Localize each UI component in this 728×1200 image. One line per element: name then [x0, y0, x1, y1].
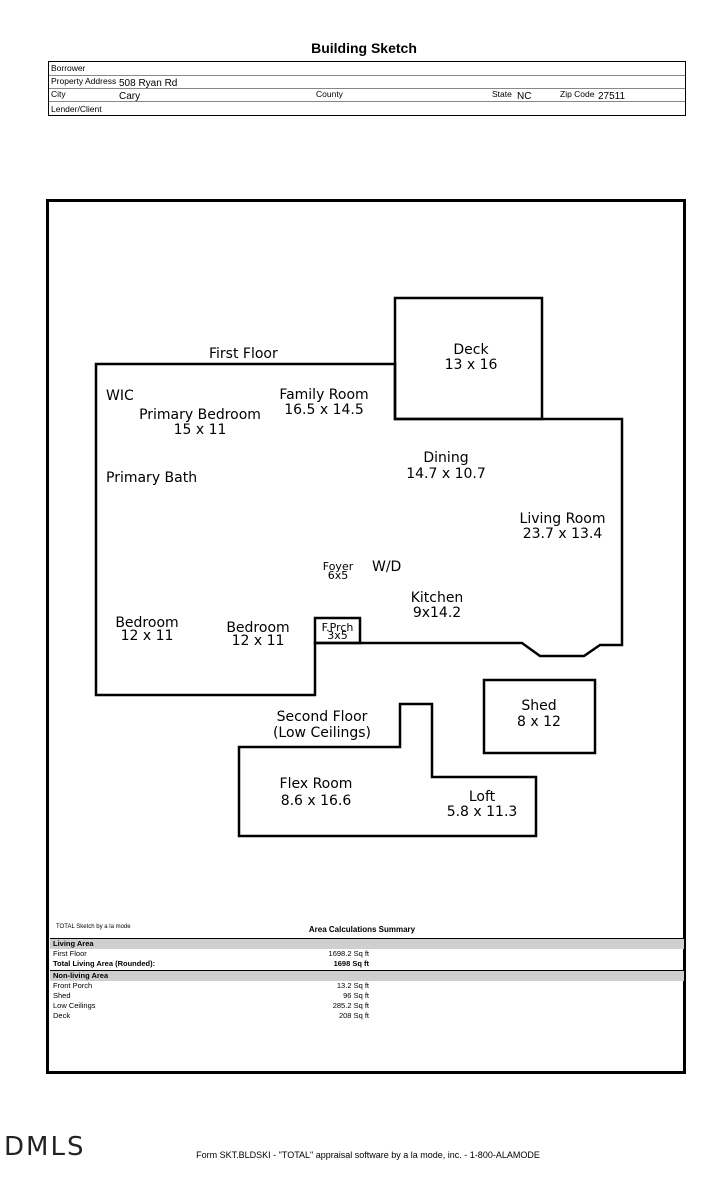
header-form: Borrower Property Address 508 Ryan Rd Ci…	[48, 61, 686, 116]
row-value: 13.2 Sq ft	[336, 980, 369, 990]
table-row: First Floor 1698.2 Sq ft	[50, 949, 684, 959]
lender-row: Lender/Client	[49, 101, 685, 116]
wic-label: WIC	[106, 388, 134, 404]
family-room-dimensions: 16.5 x 14.5	[284, 402, 364, 418]
second-floor-outline	[237, 702, 538, 838]
dining-dimensions: 14.7 x 10.7	[406, 466, 486, 482]
row-name: Deck	[53, 1011, 71, 1021]
total-label: Total Living Area (Rounded):	[53, 959, 156, 969]
state-value: NC	[517, 91, 532, 102]
total-row: Total Living Area (Rounded): 1698 Sq ft	[50, 959, 684, 969]
bedroom-1-label: Bedroom	[115, 615, 179, 631]
loft-label: Loft	[468, 789, 496, 805]
zip-label: Zip Code	[560, 89, 595, 99]
summary-title: Area Calculations Summary	[308, 925, 416, 934]
lender-label: Lender/Client	[51, 104, 102, 114]
row-name: Front Porch	[53, 980, 93, 990]
table-row: Low Ceilings 285.2 Sq ft	[50, 1001, 684, 1011]
dining-label: Dining	[423, 450, 469, 466]
table-row: Front Porch 13.2 Sq ft	[50, 981, 684, 991]
primary-bedroom-dimensions: 15 x 11	[173, 422, 227, 438]
footer-text: Form SKT.BLDSKI - "TOTAL" appraisal soft…	[196, 1150, 540, 1160]
wd-label: W/D	[372, 559, 402, 575]
living-area-header: Living Area	[50, 938, 684, 949]
primary-bedroom-label: Primary Bedroom	[139, 407, 261, 423]
summary-brand: TOTAL Sketch by a la mode	[56, 924, 131, 930]
living-room-label: Living Room	[519, 511, 606, 527]
total-value: 1698 Sq ft	[333, 959, 369, 969]
row-value: 208 Sq ft	[338, 1011, 369, 1021]
state-label: State	[492, 89, 512, 99]
nonliving-area-header: Non-living Area	[50, 969, 684, 981]
row-name: First Floor	[53, 949, 87, 958]
deck-dimensions: 13 x 16	[444, 357, 498, 373]
table-row: Deck 208 Sq ft	[50, 1011, 684, 1021]
front-porch-dimensions: 3x5	[327, 629, 348, 642]
shed-outline	[482, 678, 597, 755]
city-row: City Cary County State NC Zip Code 27511	[49, 88, 685, 102]
shed-dimensions: 8 x 12	[517, 714, 561, 730]
address-value: 508 Ryan Rd	[119, 78, 178, 89]
row-value: 1698.2 Sq ft	[328, 949, 369, 958]
bedroom-1-dimensions: 12 x 11	[120, 628, 174, 644]
city-value: Cary	[119, 91, 141, 102]
county-label: County	[316, 89, 343, 99]
row-value: 285.2 Sq ft	[332, 1001, 369, 1011]
summary-table: Living Area First Floor 1698.2 Sq ft Tot…	[50, 938, 684, 1022]
flex-room-label: Flex Room	[279, 776, 353, 792]
page-title: Building Sketch	[311, 40, 417, 56]
deck-label: Deck	[453, 342, 489, 358]
table-row: Shed 96 Sq ft	[50, 991, 684, 1001]
second-floor-label: Second Floor	[276, 709, 368, 725]
row-name: Low Ceilings	[53, 1001, 96, 1011]
kitchen-label: Kitchen	[410, 590, 464, 606]
first-floor-label: First Floor	[209, 346, 278, 362]
bedroom-2-dimensions: 12 x 11	[231, 633, 285, 649]
front-porch-outline	[313, 616, 362, 645]
kitchen-dimensions: 9x14.2	[412, 605, 462, 621]
loft-dimensions: 5.8 x 11.3	[446, 804, 518, 820]
living-room-dimensions: 23.7 x 13.4	[522, 526, 603, 542]
foyer-label: Foyer	[322, 560, 354, 573]
borrower-row: Borrower	[49, 62, 685, 76]
family-room-label: Family Room	[279, 387, 369, 403]
shed-label: Shed	[521, 698, 557, 714]
deck-outline	[393, 296, 544, 421]
flex-room-dimensions: 8.6 x 16.6	[280, 793, 352, 809]
bedroom-2-label: Bedroom	[226, 620, 290, 636]
dmls-logo: DMLS	[4, 1132, 86, 1162]
row-value: 96 Sq ft	[343, 990, 369, 1000]
address-label: Property Address	[51, 76, 117, 86]
low-ceilings-label: (Low Ceilings)	[272, 725, 372, 741]
zip-value: 27511	[598, 91, 626, 102]
city-label: City	[51, 89, 66, 99]
row-name: Shed	[53, 990, 71, 1000]
primary-bath-label: Primary Bath	[106, 470, 198, 486]
foyer-dimensions: 6x5	[327, 569, 349, 582]
borrower-label: Borrower	[51, 63, 86, 73]
address-row: Property Address 508 Ryan Rd	[49, 75, 685, 89]
front-porch-label: F.Prch	[321, 621, 354, 634]
sketch-frame	[46, 199, 686, 1074]
